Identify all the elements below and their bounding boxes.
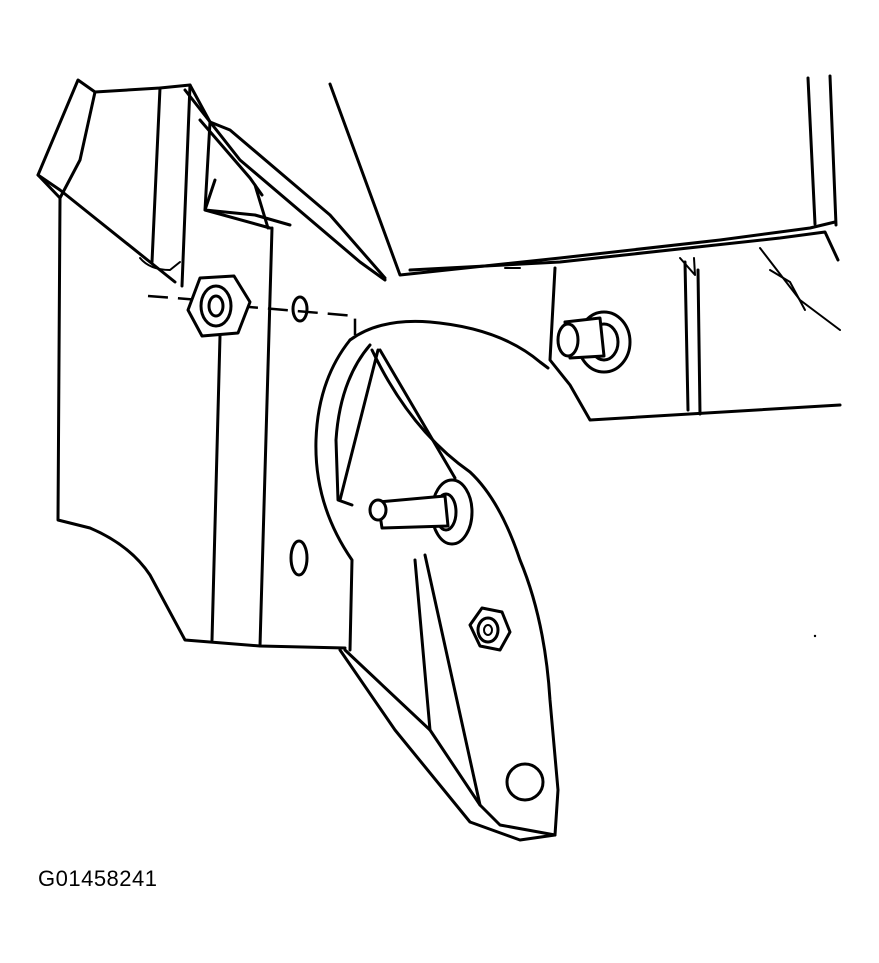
lever-lock-nut bbox=[468, 606, 512, 652]
upper-pivot-stud bbox=[556, 310, 632, 374]
exploded-nut bbox=[147, 274, 357, 338]
speck-dot bbox=[813, 634, 817, 638]
lever-pivot-stud bbox=[368, 478, 474, 546]
upper-housing bbox=[183, 74, 842, 422]
figure-id-label: G01458241 bbox=[38, 866, 158, 891]
lever-arm bbox=[314, 319, 560, 842]
left-mounting-panel bbox=[36, 78, 387, 650]
